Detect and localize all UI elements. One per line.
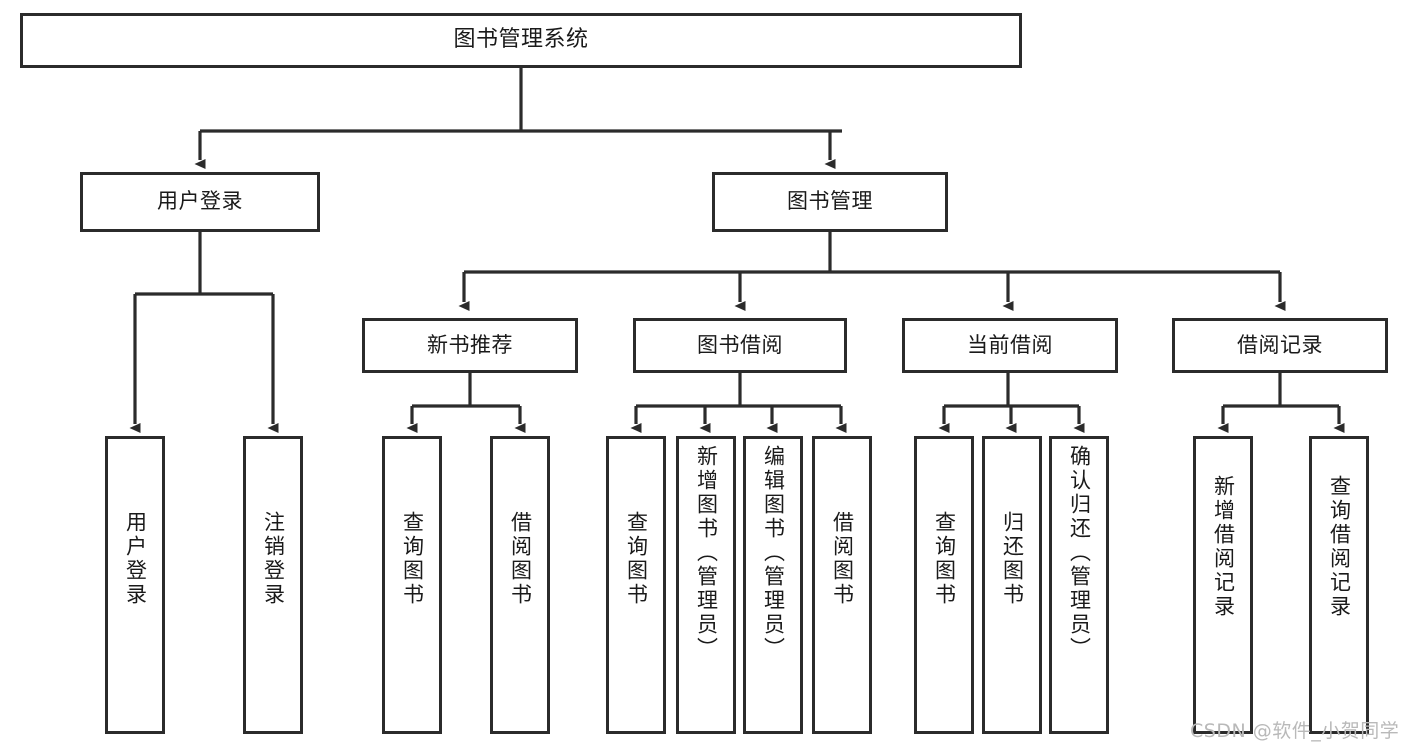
node-leaf-query-book-2[interactable]: 查询图书 <box>606 436 666 734</box>
node-book-borrow-label: 图书借阅 <box>697 332 783 357</box>
node-book-manage[interactable]: 图书管理 <box>712 172 948 232</box>
node-leaf-query-book-1-label: 查询图书 <box>400 511 425 607</box>
node-leaf-user-login-label: 用户登录 <box>123 511 148 607</box>
node-leaf-borrow-book-1-label: 借阅图书 <box>508 511 533 607</box>
node-leaf-return-book-label: 归还图书 <box>1000 511 1025 607</box>
node-leaf-query-book-2-label: 查询图书 <box>624 511 649 607</box>
node-current-borrow-label: 当前借阅 <box>967 332 1053 357</box>
node-user-login-label: 用户登录 <box>157 189 243 214</box>
node-book-manage-label: 图书管理 <box>787 189 873 214</box>
node-leaf-borrow-book-2[interactable]: 借阅图书 <box>812 436 872 734</box>
node-root[interactable]: 图书管理系统 <box>20 13 1022 68</box>
node-user-login[interactable]: 用户登录 <box>80 172 320 232</box>
node-leaf-add-book-label: 新增图书（管理员） <box>694 445 719 661</box>
node-leaf-query-book-3-label: 查询图书 <box>932 511 957 607</box>
node-leaf-query-book-1[interactable]: 查询图书 <box>382 436 442 734</box>
node-leaf-edit-book-label: 编辑图书（管理员） <box>761 445 786 661</box>
node-leaf-query-borrow-record-label: 查询借阅记录 <box>1327 475 1352 619</box>
node-borrow-record[interactable]: 借阅记录 <box>1172 318 1388 373</box>
node-leaf-logout-label: 注销登录 <box>261 511 286 607</box>
node-leaf-borrow-book-1[interactable]: 借阅图书 <box>490 436 550 734</box>
node-leaf-query-book-3[interactable]: 查询图书 <box>914 436 974 734</box>
node-leaf-add-borrow-record[interactable]: 新增借阅记录 <box>1193 436 1253 734</box>
node-borrow-record-label: 借阅记录 <box>1237 332 1323 357</box>
node-leaf-add-borrow-record-label: 新增借阅记录 <box>1211 475 1236 619</box>
node-leaf-user-login[interactable]: 用户登录 <box>105 436 165 734</box>
node-leaf-confirm-return-label: 确认归还（管理员） <box>1067 445 1092 661</box>
node-leaf-borrow-book-2-label: 借阅图书 <box>830 511 855 607</box>
node-leaf-confirm-return[interactable]: 确认归还（管理员） <box>1049 436 1109 734</box>
node-leaf-query-borrow-record[interactable]: 查询借阅记录 <box>1309 436 1369 734</box>
node-leaf-edit-book[interactable]: 编辑图书（管理员） <box>743 436 803 734</box>
node-book-borrow[interactable]: 图书借阅 <box>633 318 847 373</box>
node-leaf-add-book[interactable]: 新增图书（管理员） <box>676 436 736 734</box>
csdn-watermark: CSDN @软件_小贺同学 <box>1190 720 1400 742</box>
node-leaf-logout[interactable]: 注销登录 <box>243 436 303 734</box>
node-new-book-rec[interactable]: 新书推荐 <box>362 318 578 373</box>
node-new-book-rec-label: 新书推荐 <box>427 332 513 357</box>
node-leaf-return-book[interactable]: 归还图书 <box>982 436 1042 734</box>
node-root-label: 图书管理系统 <box>453 27 589 53</box>
node-current-borrow[interactable]: 当前借阅 <box>902 318 1118 373</box>
